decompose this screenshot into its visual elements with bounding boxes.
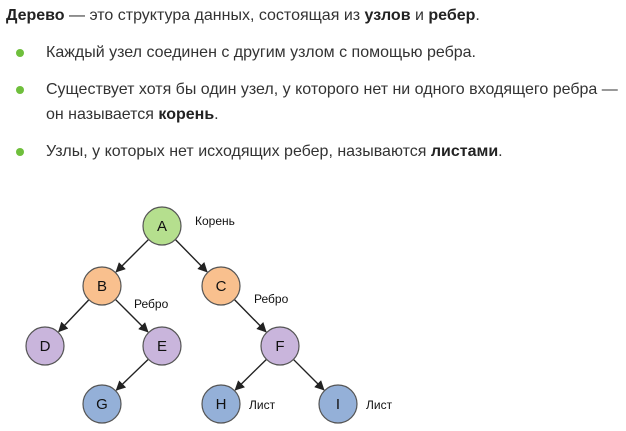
bullet-text: Каждый узел соединен с другим узлом с по…: [46, 44, 476, 61]
nodes-layer: A B C D E F G H I: [25, 206, 358, 424]
node-label: H: [216, 396, 227, 413]
edge-f-i: [292, 358, 325, 391]
edge-b-d: [58, 299, 90, 333]
node-label: I: [336, 396, 340, 413]
node-d: D: [25, 326, 65, 366]
term-edges: ребер: [428, 7, 476, 24]
leaf-annotation-h: Лист: [249, 398, 276, 412]
node-circle: [25, 326, 65, 366]
edge-a-b: [115, 238, 150, 273]
annotations-layer: Корень Ребро Ребро Лист Лист: [134, 214, 393, 412]
node-circle: [318, 384, 358, 424]
leaf-annotation-i: Лист: [366, 398, 393, 412]
node-circle: [82, 384, 122, 424]
properties-list: Каждый узел соединен с другим узлом с по…: [6, 40, 620, 176]
and-text: и: [410, 7, 429, 24]
bullet-text-end: .: [498, 143, 503, 160]
root-annotation: Корень: [195, 214, 235, 228]
node-label: A: [157, 218, 167, 235]
node-circle: [82, 266, 122, 306]
edges-layer: [58, 238, 325, 391]
node-c: C: [201, 266, 241, 306]
term-root: корень: [158, 106, 215, 123]
node-f: F: [260, 326, 300, 366]
node-label: G: [96, 396, 108, 413]
node-h: H: [201, 384, 241, 424]
node-g: G: [82, 384, 122, 424]
node-circle: [260, 326, 300, 366]
node-a: A: [142, 206, 182, 246]
edge-b-e: [114, 298, 149, 333]
node-label: F: [275, 338, 284, 355]
list-item: Узлы, у которых нет исходящих ребер, наз…: [6, 139, 620, 164]
edge-c-f: [233, 299, 267, 333]
node-circle: [201, 384, 241, 424]
node-i: I: [318, 384, 358, 424]
node-circle: [142, 326, 182, 366]
definition-text: — это структура данных, состоящая из: [64, 7, 365, 24]
edge-annotation-left: Ребро: [134, 297, 169, 311]
node-label: B: [97, 278, 107, 295]
definition-paragraph: Дерево — это структура данных, состоящая…: [6, 4, 620, 28]
term-nodes: узлов: [364, 7, 411, 24]
edge-annotation-right: Ребро: [254, 292, 289, 306]
node-circle: [142, 206, 182, 246]
node-b: B: [82, 266, 122, 306]
node-label: D: [40, 338, 51, 355]
bullet-text: Узлы, у которых нет исходящих ребер, наз…: [46, 143, 431, 160]
list-item: Каждый узел соединен с другим узлом с по…: [6, 40, 620, 65]
term-tree: Дерево: [6, 7, 65, 24]
node-circle: [201, 266, 241, 306]
edge-f-h: [234, 358, 267, 391]
term-leaves: листами: [430, 143, 499, 160]
node-e: E: [142, 326, 182, 366]
bullet-dot-icon: [16, 86, 24, 94]
bullet-dot-icon: [16, 49, 24, 57]
bullet-text: Существует хотя бы один узел, у которого…: [46, 81, 618, 123]
list-item: Существует хотя бы один узел, у которого…: [6, 77, 620, 127]
bullet-dot-icon: [16, 148, 24, 156]
node-label: E: [157, 338, 167, 355]
definition-end: .: [475, 7, 480, 24]
edge-e-g: [115, 358, 149, 391]
bullet-text-end: .: [214, 106, 219, 123]
node-label: C: [216, 278, 227, 295]
edge-a-c: [174, 239, 208, 273]
